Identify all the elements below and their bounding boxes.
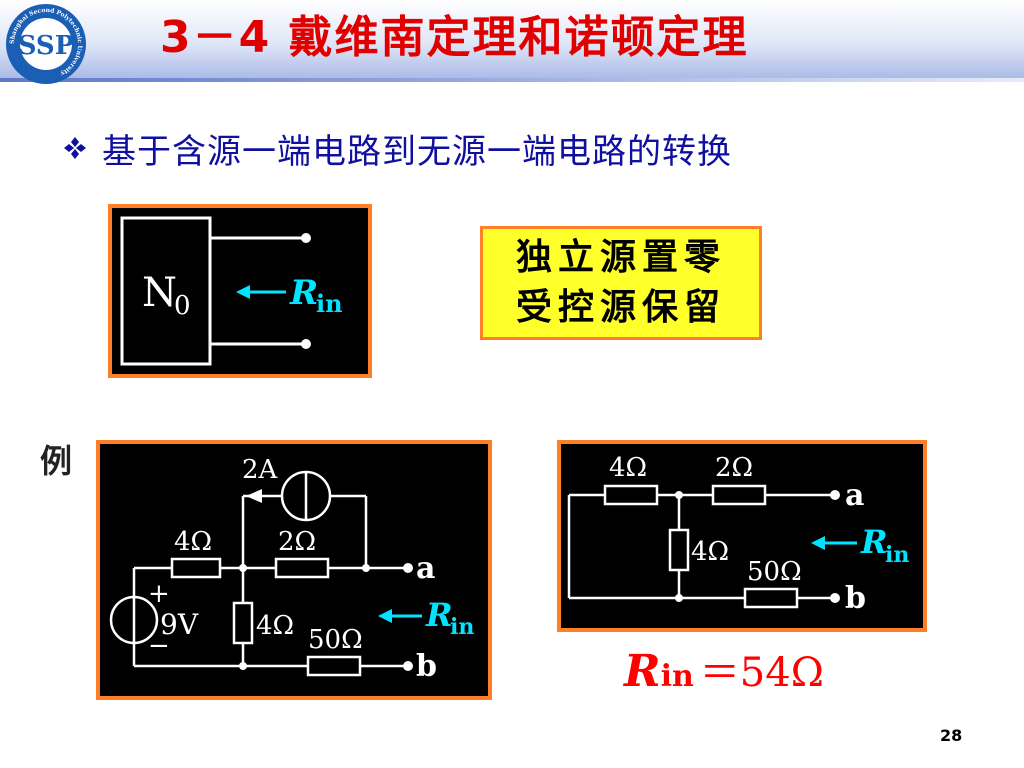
resistor-middle-label: 4Ω bbox=[256, 611, 294, 641]
junction-node-right bbox=[362, 564, 370, 572]
example-circuit-left: + − 9V 2A 4Ω 2Ω 4Ω 50Ω a b R in bbox=[96, 440, 492, 700]
bullet-item: 基于含源一端电路到无源一端电路的转换 bbox=[62, 122, 732, 174]
resistor-bottom bbox=[306, 655, 362, 677]
right-junction-bottom bbox=[675, 594, 683, 602]
header-band bbox=[0, 0, 1024, 80]
resistor-bottom-label: 50Ω bbox=[308, 625, 363, 655]
current-source-2a bbox=[280, 470, 332, 522]
terminal-a bbox=[403, 563, 413, 573]
right-terminal-a bbox=[830, 490, 840, 500]
right-terminal-a-label: a bbox=[845, 478, 864, 513]
n0-left-arrow-icon bbox=[236, 285, 286, 299]
result-value: ＝54Ω bbox=[699, 650, 824, 696]
header-rule bbox=[0, 78, 1024, 82]
resistor-right-top bbox=[274, 557, 330, 579]
logo-letters: SSP bbox=[18, 31, 75, 61]
n0-block-subscript: 0 bbox=[174, 291, 191, 321]
page-number: 28 bbox=[940, 726, 963, 745]
right-resistor-bottom bbox=[743, 587, 799, 609]
result-subscript: in bbox=[660, 659, 694, 694]
n0-network-diagram: N 0 R in bbox=[108, 204, 372, 378]
voltage-source-minus: − bbox=[148, 631, 170, 661]
resistor-left-top bbox=[170, 557, 222, 579]
terminal-b bbox=[403, 661, 413, 671]
source-rule-box: 独立源置零 受控源保留 bbox=[480, 226, 762, 340]
right-resistor-left-top bbox=[603, 484, 659, 506]
right-resistor-middle-label: 4Ω bbox=[691, 537, 729, 567]
current-source-label: 2A bbox=[242, 455, 279, 485]
right-resistor-middle bbox=[668, 528, 690, 572]
right-resistor-right-top bbox=[711, 484, 767, 506]
n0-terminal-top bbox=[301, 233, 311, 243]
voltage-source-label: 9V bbox=[160, 608, 199, 641]
right-resistor-bottom-label: 50Ω bbox=[747, 557, 802, 587]
right-terminal-b bbox=[830, 593, 840, 603]
resistor-middle bbox=[232, 601, 254, 645]
resistor-left-top-label: 4Ω bbox=[174, 527, 212, 557]
page-title: 3－4 戴维南定理和诺顿定理 bbox=[160, 12, 749, 63]
result-symbol: R bbox=[624, 646, 661, 697]
rule-line-dependent: 受控源保留 bbox=[515, 287, 726, 328]
right-resistor-right-top-label: 2Ω bbox=[715, 453, 753, 483]
resistor-right-top-label: 2Ω bbox=[278, 527, 316, 557]
n0-block-label: N bbox=[142, 270, 177, 316]
terminal-b-label: b bbox=[416, 649, 437, 684]
left-rin-subscript: in bbox=[450, 614, 474, 640]
voltage-source-plus: + bbox=[148, 579, 170, 609]
right-junction-top bbox=[675, 491, 683, 499]
bullet-text: 基于含源一端电路到无源一端电路的转换 bbox=[102, 131, 732, 172]
junction-node-top bbox=[239, 564, 247, 572]
n0-rin-subscript: in bbox=[316, 289, 343, 318]
right-rin-subscript: in bbox=[885, 542, 909, 568]
example-label: 例 bbox=[40, 442, 73, 480]
left-rin-symbol: R bbox=[425, 596, 453, 634]
current-direction-arrow-icon bbox=[246, 489, 262, 503]
rule-line-independent: 独立源置零 bbox=[515, 237, 726, 278]
right-rin-arrow-icon bbox=[811, 536, 857, 550]
right-resistor-left-top-label: 4Ω bbox=[609, 453, 647, 483]
right-rin-symbol: R bbox=[860, 523, 888, 561]
left-rin-arrow-icon bbox=[378, 609, 422, 623]
voltage-source-9v bbox=[109, 595, 159, 645]
result-equation: Rin＝54Ω bbox=[624, 640, 824, 698]
diamond-cluster-icon bbox=[64, 137, 86, 159]
n0-rin-symbol: R bbox=[289, 273, 318, 313]
n0-terminal-bottom bbox=[301, 339, 311, 349]
university-logo-icon: Shanghai Second Polytechnic University S… bbox=[6, 4, 86, 84]
junction-node-bottom bbox=[239, 662, 247, 670]
right-terminal-b-label: b bbox=[845, 581, 866, 616]
terminal-a-label: a bbox=[416, 551, 435, 586]
example-circuit-right: 4Ω 2Ω 4Ω 50Ω a b R in bbox=[557, 440, 927, 632]
